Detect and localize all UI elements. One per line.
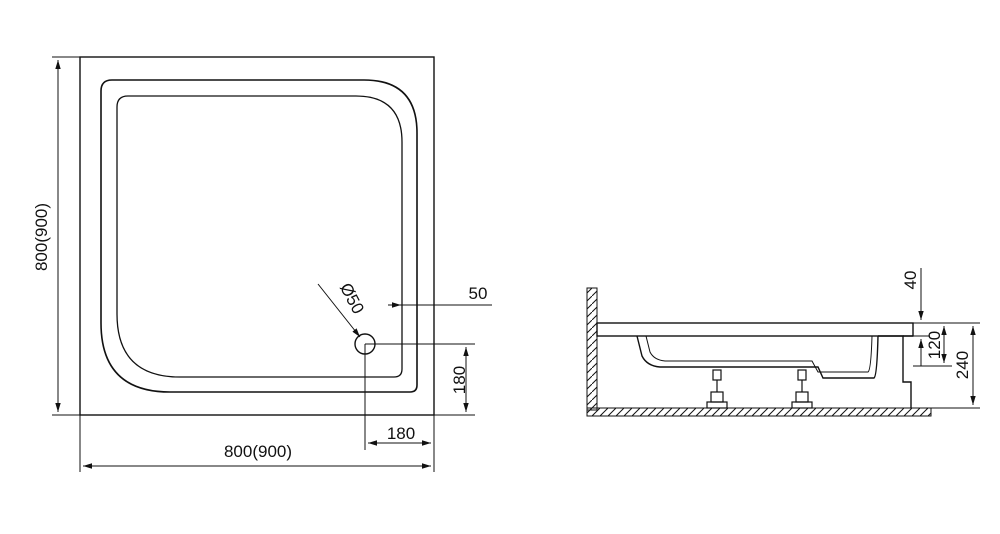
support-leg-right xyxy=(791,369,813,409)
tray-basin-outer-edge xyxy=(100,79,418,393)
plan-view: 800(900) 800(900) Ø50 50 180 180 xyxy=(32,56,492,472)
rim-width-label: 50 xyxy=(469,284,488,303)
drain-diameter-label: Ø50 xyxy=(336,280,368,317)
floor-hatch xyxy=(586,407,932,417)
tray-outer-outline xyxy=(79,56,435,416)
side-view: 40 120 240 xyxy=(586,268,980,417)
tray-rim xyxy=(596,322,914,337)
wall-hatch xyxy=(586,287,598,411)
tray-basin-profile xyxy=(636,335,879,379)
support-leg-left xyxy=(706,369,728,409)
height-dimension-label: 800(900) xyxy=(32,203,51,271)
drain-diameter-leader xyxy=(317,283,361,338)
tray-depth-label: 120 xyxy=(925,331,944,359)
tray-basin-inner-line xyxy=(645,335,873,373)
tray-front-apron xyxy=(878,335,912,408)
rim-thickness-label: 40 xyxy=(901,271,920,290)
total-height-label: 240 xyxy=(953,351,972,379)
drain-offset-x-label: 180 xyxy=(387,424,415,443)
width-dimension-label: 800(900) xyxy=(224,442,292,461)
drain-offset-y-label: 180 xyxy=(450,366,469,394)
tray-basin-inner-edge xyxy=(116,95,403,378)
